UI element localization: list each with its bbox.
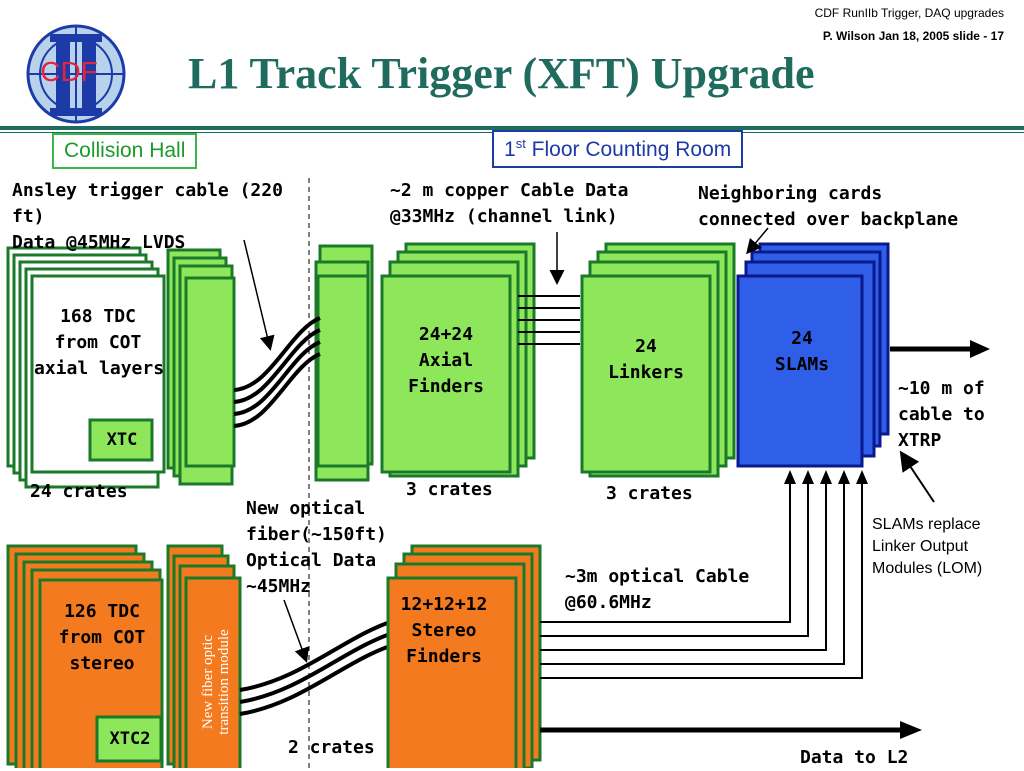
cdf-logo-icon (26, 24, 126, 124)
xtc-board (88, 418, 154, 462)
crates-linkers: 3 crates (606, 483, 693, 504)
linkers-label: 24 Linkers (582, 334, 710, 386)
zone-collision-hall: Collision Hall (52, 133, 198, 169)
neighbor-line-2: connected over backplane (698, 209, 959, 230)
crates-tdc-axial: 24 crates (30, 481, 128, 502)
optical-fiber-cables (239, 620, 391, 716)
stereo-to-slams-cables (540, 480, 863, 679)
stereo-to-slams-arrowheads (784, 470, 868, 484)
xtc2-label: XTC2 (109, 729, 151, 749)
crates-axial-finders: 3 crates (406, 479, 493, 500)
title-rule (0, 126, 1024, 130)
optical-fiber-line-3: Optical Data (246, 550, 377, 571)
stereo-finders-line-1: 12+12+12 (400, 594, 488, 615)
fiber-module-line-1: New fiber optic (200, 634, 216, 730)
stereo-finders-line-2: Stereo (411, 620, 477, 641)
slams-replace-pointer (899, 450, 935, 503)
zone-counting-room-num: 1 (504, 138, 516, 161)
axial-finders-line-2: Axial (418, 350, 474, 371)
tdc-axial-line-1: 168 TDC (60, 306, 136, 327)
tdc-axial-stack (6, 246, 166, 489)
slams-line-2: SLAMs (774, 354, 830, 375)
meta-line-1: CDF RunIIb Trigger, DAQ upgrades (814, 6, 1004, 20)
transition-boards-stereo (166, 544, 242, 768)
optical-fiber-line-2: fiber(~150ft) (246, 524, 387, 545)
optical-cable-line-2: @60.6MHz (565, 592, 652, 613)
optical-fiber-pointer (283, 599, 309, 663)
copper-line-2: @33MHz (channel link) (390, 206, 618, 227)
tdc-stereo-line-2: from COT (58, 627, 146, 648)
tdc-axial-line-2: from COT (54, 332, 142, 353)
axial-finders-line-1: 24+24 (418, 324, 474, 345)
slams-label: 24 SLAMs (738, 326, 866, 378)
ansley-annotation: Ansley trigger cable (220 ft) Data @45MH… (12, 178, 283, 256)
xtrp-line-2: cable to (898, 404, 985, 425)
fiber-module-label: New fiber optic transition module (200, 607, 234, 757)
linkers-line-1: 24 (635, 336, 657, 357)
finder-input-boards (314, 244, 374, 482)
slams-replace-line-2: Linker Output (872, 538, 969, 555)
xtrp-annotation: ~10 m of cable to XTRP (898, 376, 985, 454)
ansley-line-1: Ansley trigger cable (220 (12, 180, 283, 201)
slams-replace-line-3: Modules (LOM) (872, 560, 983, 577)
transition-boards-axial (166, 248, 236, 486)
tdc-axial-line-3: axial layers (34, 358, 165, 379)
ansley-pointer (243, 239, 275, 351)
copper-cables (518, 295, 580, 345)
axial-finders-label: 24+24 Axial Finders (382, 322, 510, 400)
slams-replace-line-1: SLAMs replace (872, 516, 981, 533)
tdc-stereo-line-3: stereo (69, 653, 135, 674)
stereo-finders-stack (386, 544, 542, 768)
page-title: L1 Track Trigger (XFT) Upgrade (188, 49, 815, 98)
neighbor-annotation: Neighboring cards connected over backpla… (698, 181, 958, 233)
tdc-axial-label: 168 TDC from COT axial layers (34, 304, 165, 382)
optical-cable-line-1: ~3m optical Cable (565, 566, 750, 587)
copper-line-1: ~2 m copper Cable Data (390, 180, 629, 201)
data-l2-label: Data to L2 (800, 747, 909, 768)
axial-finders-stack (380, 242, 536, 478)
linkers-stack (580, 242, 736, 478)
optical-fiber-annotation: New optical fiber(~150ft) Optical Data ~… (246, 496, 387, 600)
xtrp-line-3: XTRP (898, 430, 942, 451)
ansley-line-2: ft) (12, 206, 45, 227)
optical-fiber-line-1: New optical (246, 498, 366, 519)
optical-cable-annotation: ~3m optical Cable @60.6MHz (565, 564, 749, 616)
fiber-module-line-2: transition module (216, 629, 232, 735)
xtrp-arrow-head (970, 340, 990, 358)
neighbor-line-1: Neighboring cards (698, 183, 883, 204)
copper-annotation: ~2 m copper Cable Data @33MHz (channel l… (390, 178, 628, 230)
stereo-finders-label: 12+12+12 Stereo Finders (380, 592, 508, 670)
tdc-stereo-label: 126 TDC from COT stereo (40, 599, 164, 677)
logo-text: CDF (40, 56, 98, 87)
slams-stack (736, 242, 890, 468)
stereo-finders-line-3: Finders (406, 646, 482, 667)
xtc-label: XTC (106, 430, 138, 450)
neighbor-pointer (746, 227, 769, 255)
slams-line-1: 24 (791, 328, 813, 349)
xtrp-line-1: ~10 m of (898, 378, 985, 399)
xtc2-board (95, 715, 163, 763)
meta-line-2: P. Wilson Jan 18, 2005 slide - 17 (822, 29, 1004, 43)
crates-stereo: 2 crates (288, 737, 375, 758)
axial-finders-line-3: Finders (408, 376, 484, 397)
zone-counting-room-sup: st (515, 136, 526, 151)
ansley-cables (233, 316, 321, 428)
optical-fiber-line-4: ~45MHz (246, 576, 312, 597)
zone-counting-room: 1st Floor Counting Room (492, 130, 744, 168)
ansley-line-3: Data @45MHz LVDS (12, 232, 186, 253)
tdc-stereo-line-1: 126 TDC (64, 601, 140, 622)
l2-arrow-head (900, 721, 922, 739)
slams-replace-annotation: SLAMs replace Linker Output Modules (LOM… (872, 514, 982, 580)
linkers-line-2: Linkers (608, 362, 684, 383)
zone-counting-room-text: Floor Counting Room (525, 138, 732, 161)
